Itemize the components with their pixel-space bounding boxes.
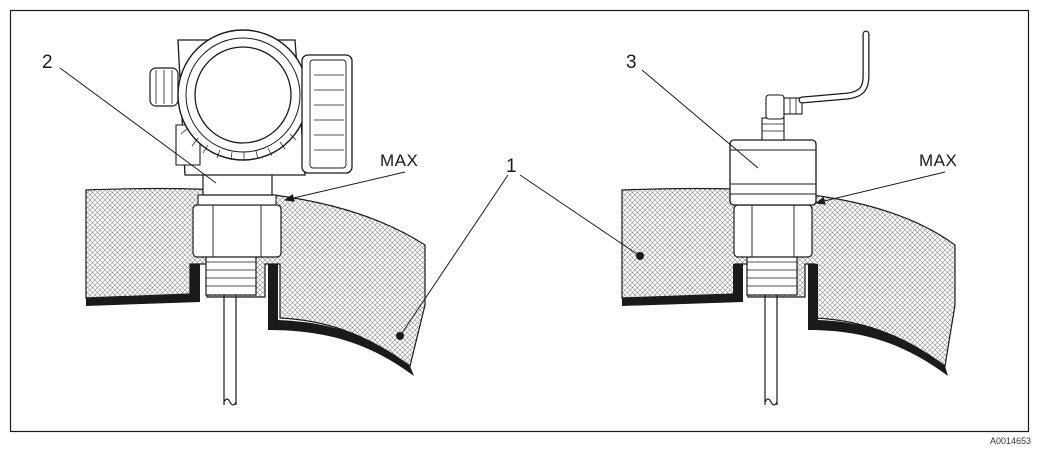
tank-wall-right-left [622, 264, 743, 306]
leader-3 [641, 69, 759, 169]
callout-2-label: 2 [42, 52, 53, 73]
leader-max-left [284, 171, 406, 202]
tank-wall-right-right [808, 264, 948, 376]
leader-1-left [399, 174, 509, 337]
connector-cable [798, 30, 870, 104]
left-installation [59, 29, 509, 406]
cable-gland [149, 67, 179, 107]
max-label-right: MAX [919, 151, 957, 170]
leader-2 [59, 67, 217, 184]
callout-3-label: 3 [626, 52, 637, 73]
leader-max-right [815, 171, 946, 205]
figure-border [9, 9, 1030, 433]
leader-1-right [519, 174, 641, 257]
tank-wall-left [86, 264, 200, 306]
tank-wall-left-right [268, 264, 414, 376]
callout-1-label: 1 [506, 156, 517, 177]
figure-code: A0014653 [990, 436, 1031, 446]
right-installation [519, 30, 956, 406]
connector-plug [761, 30, 870, 141]
max-label-left: MAX [380, 151, 418, 170]
